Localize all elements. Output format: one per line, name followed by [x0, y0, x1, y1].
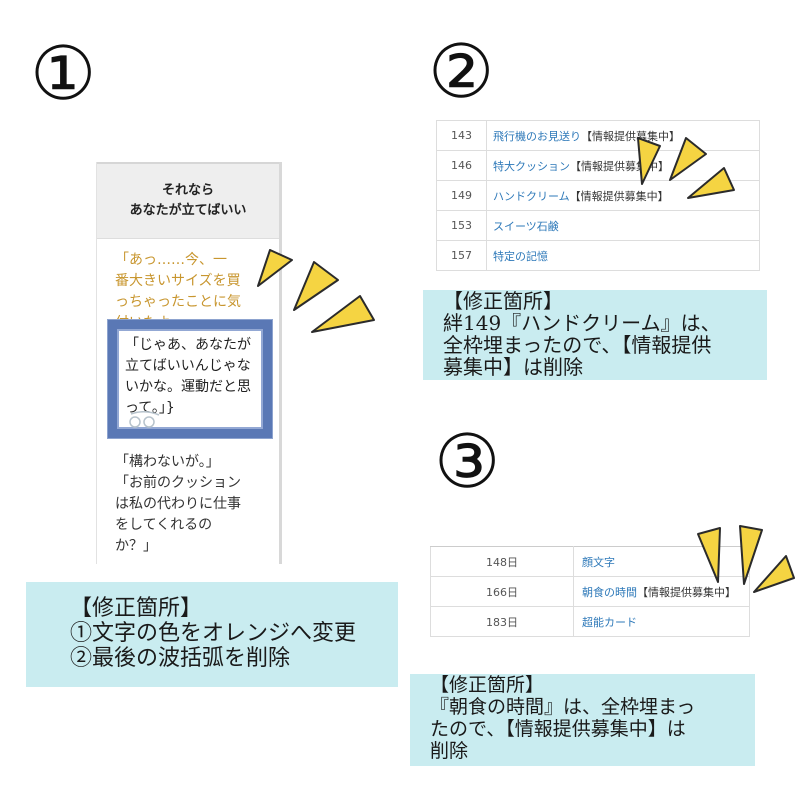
note-line: 【修正箇所】 [443, 289, 563, 313]
panel3-correction-note: 【修正箇所】 『朝食の時間』は、全枠埋まっ たので、【情報提供募集中】は 削除 [410, 674, 755, 766]
orange-line: っちゃったことに気 [115, 294, 241, 310]
row-title-link[interactable]: 朝食の時間 [582, 585, 637, 599]
note-line: ②最後の波括弧を削除 [70, 646, 291, 671]
row-tag: 【情報提供募集中】 [581, 129, 680, 143]
panel1-highlight-frame: 「じゃあ、あなたが 立てばいいんじゃな いかな。運動だと思 って。」} [108, 320, 272, 438]
row-title-link[interactable]: 特大クッション [493, 159, 570, 173]
panel2-correction-note: 【修正箇所】 絆149『ハンドクリーム』は、 全枠埋まったので、【情報提供 募集… [423, 290, 767, 380]
faded-emoticon-icon [129, 411, 160, 428]
note-line: ①文字の色をオレンジへ変更 [70, 621, 357, 646]
row-title-cell: 超能カード [573, 606, 750, 637]
panel1-number: ① [30, 31, 97, 117]
note-line: 【修正箇所】 [70, 596, 203, 621]
orange-line: 番大きいサイズを買 [115, 273, 241, 289]
orange-line: 「あっ……今、一 [115, 252, 227, 268]
row-title-link[interactable]: 超能カード [582, 615, 637, 629]
sparkle-highlight-icon [637, 137, 735, 199]
row-title-cell: スイーツ石鹸 [486, 210, 760, 241]
panel1-header: それなら あなたが立てばいい [97, 162, 279, 239]
panel1-black-text: 「構わないが。」 「お前のクッション は私の代わりに仕事 をしてくれるの か？」 [115, 452, 275, 557]
panel3-table: 148日 顔文字 166日 朝食の時間【情報提供募集中】 183日 超能カード [430, 546, 750, 637]
note-line: たので、【情報提供募集中】は [430, 718, 686, 740]
row-tag: 【情報提供募集中】 [637, 585, 736, 599]
row-title-link[interactable]: 顔文字 [582, 555, 615, 569]
row-title-link[interactable]: ハンドクリーム [493, 189, 570, 203]
row-title-cell: ハンドクリーム【情報提供募集中】 [486, 180, 760, 211]
row-number: 149 [436, 180, 487, 211]
sparkle-highlight-icon [697, 525, 795, 593]
black-line: は私の代わりに仕事 [115, 496, 241, 512]
highlight-line: 「じゃあ、あなたが [125, 337, 251, 353]
row-number: 166日 [430, 576, 574, 607]
black-line: 「お前のクッション [115, 475, 241, 491]
table-row: 143 飛行機のお見送り【情報提供募集中】 [436, 120, 760, 151]
note-line: 絆149『ハンドクリーム』は、 [443, 311, 721, 335]
black-line: をしてくれるの [115, 517, 213, 533]
note-line: 削除 [430, 740, 469, 762]
panel1-header-line: それなら [161, 183, 214, 198]
row-title-cell: 顔文字 [573, 546, 750, 577]
row-title-link[interactable]: 特定の記憶 [493, 249, 548, 263]
table-row: 153 スイーツ石鹸 [436, 210, 760, 241]
table-row: 166日 朝食の時間【情報提供募集中】 [430, 576, 750, 607]
panel2-number: ② [428, 29, 495, 115]
row-title-link[interactable]: スイーツ石鹸 [493, 219, 559, 233]
highlight-line: 立てばいいんじゃな [125, 358, 251, 374]
table-row: 146 特大クッション【情報提供募集中】 [436, 150, 760, 181]
row-number: 183日 [430, 606, 574, 637]
row-title-cell: 飛行機のお見送り【情報提供募集中】 [486, 120, 760, 151]
note-line: 募集中】は削除 [443, 355, 583, 379]
panel1-highlight-text: 「じゃあ、あなたが 立てばいいんじゃな いかな。運動だと思 って。」} [125, 335, 273, 419]
table-row: 148日 顔文字 [430, 546, 750, 577]
panel1-correction-note: 【修正箇所】 ①文字の色をオレンジへ変更 ②最後の波括弧を削除 [26, 582, 398, 687]
note-line: 全枠埋まったので、【情報提供 [443, 333, 712, 357]
row-title-cell: 朝食の時間【情報提供募集中】 [573, 576, 750, 607]
row-title-cell: 特定の記憶 [486, 240, 760, 271]
row-title-cell: 特大クッション【情報提供募集中】 [486, 150, 760, 181]
panel1-header-line: あなたが立てばいい [129, 203, 247, 218]
row-title-link[interactable]: 飛行機のお見送り [493, 129, 581, 143]
table-row: 183日 超能カード [430, 606, 750, 637]
row-number: 143 [436, 120, 487, 151]
note-line: 【修正箇所】 [430, 674, 545, 696]
sparkle-highlight-icon [257, 249, 375, 333]
panel3-number: ③ [434, 419, 501, 505]
row-number: 153 [436, 210, 487, 241]
row-number: 148日 [430, 546, 574, 577]
row-tag: 【情報提供募集中】 [569, 189, 669, 203]
black-line: 「構わないが。」 [115, 454, 220, 470]
table-row: 157 特定の記憶 [436, 240, 760, 271]
note-line: 『朝食の時間』は、全枠埋まっ [430, 696, 696, 718]
row-number: 146 [436, 150, 487, 181]
row-number: 157 [436, 240, 487, 271]
table-row: 149 ハンドクリーム【情報提供募集中】 [436, 180, 760, 211]
black-line: か？」 [115, 538, 157, 554]
panel1-orange-text: 「あっ……今、一 番大きいサイズを買 っちゃったことに気 付いたよ… [115, 250, 275, 334]
highlight-line: いかな。運動だと思 [125, 379, 251, 395]
